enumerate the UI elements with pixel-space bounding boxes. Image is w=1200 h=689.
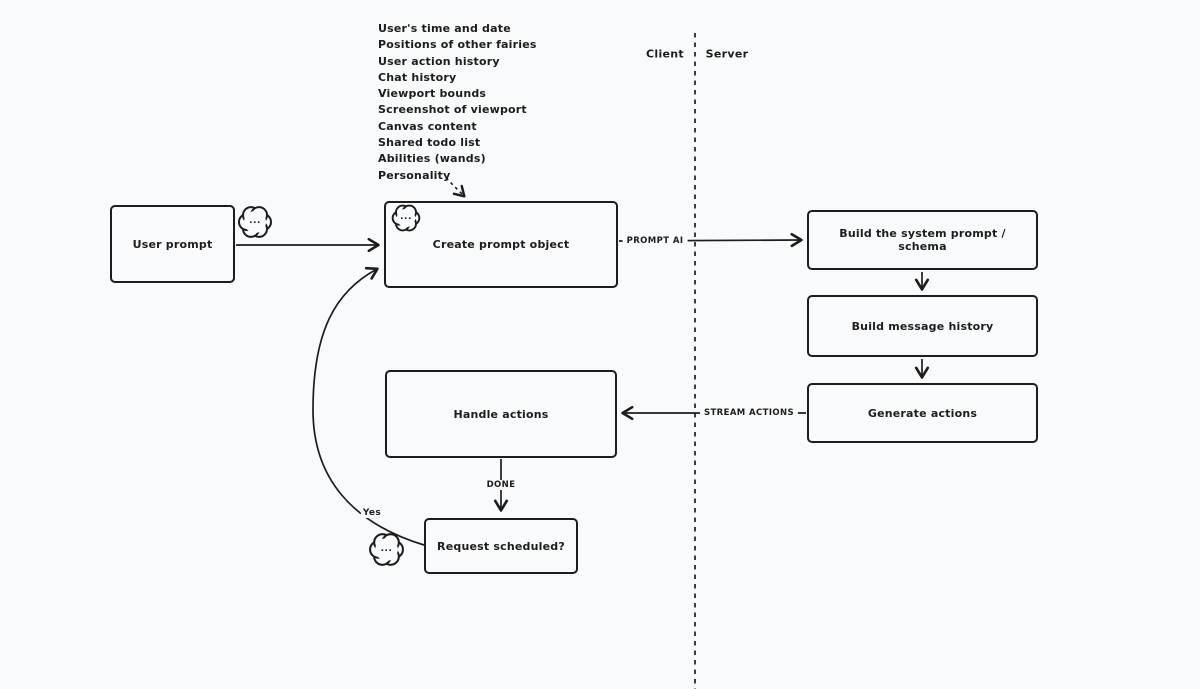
node-label: Build message history <box>851 319 994 333</box>
context-item[interactable]: Chat history <box>378 70 457 84</box>
cloud-shape <box>238 206 272 238</box>
node-label: User prompt <box>132 237 213 251</box>
context-item[interactable]: Positions of other fairies <box>378 38 537 52</box>
node-label: Generate actions <box>867 406 978 420</box>
cloud-shape <box>391 204 421 232</box>
edge-label-done: DONE <box>482 480 520 490</box>
ellipsis-text: ... <box>400 211 412 222</box>
node-label: Build the system prompt / schema <box>839 227 1006 253</box>
node-handle-actions[interactable]: Handle actions <box>385 370 617 458</box>
thought-cloud-icon[interactable]: ... <box>368 531 405 568</box>
client-zone-label[interactable]: Client <box>646 47 684 61</box>
ellipsis-text: ... <box>380 543 393 554</box>
node-label: Request scheduled? <box>437 539 565 553</box>
node-build-system-prompt[interactable]: Build the system prompt / schema <box>807 210 1038 270</box>
context-item[interactable]: Abilities (wands) <box>378 152 486 166</box>
context-item[interactable]: Personality <box>378 168 451 182</box>
thought-cloud-icon[interactable]: ... <box>237 204 273 240</box>
ellipsis-text: ... <box>249 215 261 226</box>
context-item[interactable]: Shared todo list <box>378 136 481 150</box>
context-item[interactable]: Viewport bounds <box>378 87 487 101</box>
edge-label-yes: Yes <box>360 508 384 518</box>
node-label: Handle actions <box>453 407 549 421</box>
thought-cloud-icon[interactable]: ... <box>391 203 421 233</box>
node-user-prompt[interactable]: User prompt <box>110 205 235 283</box>
node-request-scheduled[interactable]: Request scheduled? <box>424 518 578 574</box>
edge-label-prompt-ai: PROMPT AI <box>622 236 688 246</box>
context-item[interactable]: Canvas content <box>378 119 477 133</box>
context-item[interactable]: Screenshot of viewport <box>378 103 527 117</box>
server-zone-label[interactable]: Server <box>705 47 749 61</box>
context-inputs-list[interactable]: User's time and date Positions of other … <box>378 21 537 184</box>
context-item[interactable]: User action history <box>378 54 500 68</box>
node-label: Create prompt object <box>432 238 570 251</box>
edge-label-stream-actions: STREAM ACTIONS <box>699 408 799 418</box>
node-generate-actions[interactable]: Generate actions <box>807 383 1038 443</box>
node-build-message-history[interactable]: Build message history <box>807 295 1038 357</box>
node-create-prompt-object[interactable]: Create prompt object <box>384 201 618 288</box>
context-item[interactable]: User's time and date <box>378 22 511 35</box>
